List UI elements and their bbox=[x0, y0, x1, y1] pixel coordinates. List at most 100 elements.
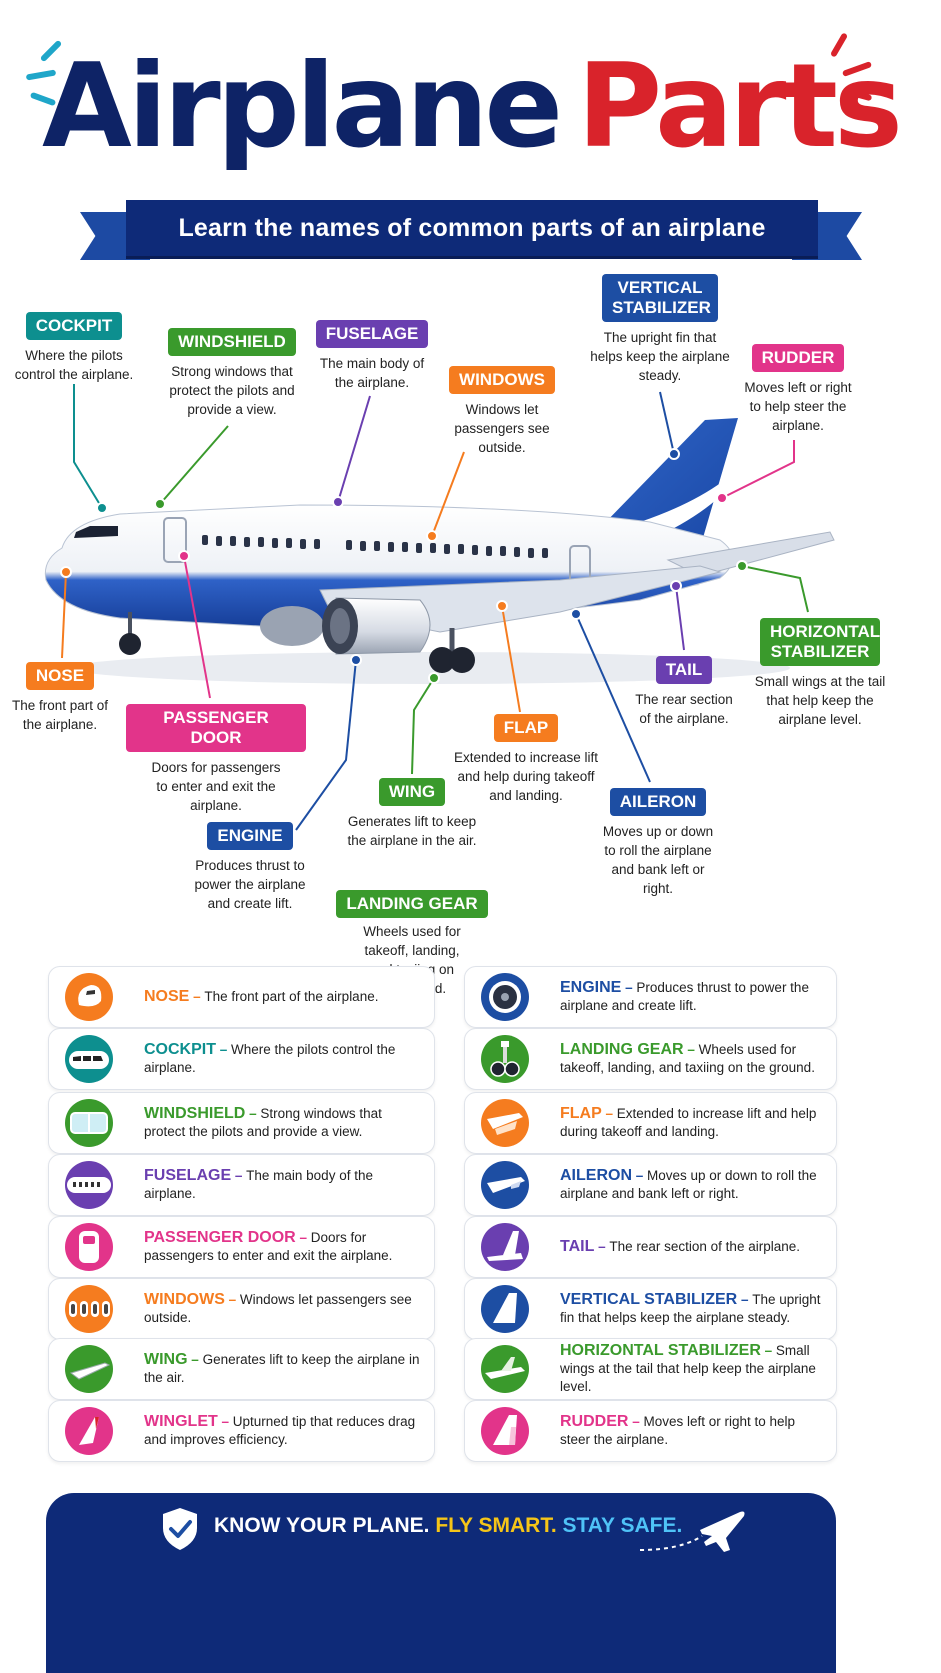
subtitle-ribbon: Learn the names of common parts of an ai… bbox=[126, 200, 818, 259]
legend-card-engine: ENGINE – Produces thrust to power the ai… bbox=[464, 966, 837, 1028]
slogan-part-2: FLY SMART. bbox=[435, 1514, 557, 1537]
airplane-illustration bbox=[44, 418, 835, 684]
legend-text: COCKPIT – Where the pilots control the a… bbox=[144, 1041, 396, 1075]
callout-passenger-door: PASSENGER DOOR Doors for passengers to e… bbox=[126, 704, 306, 815]
windows-icon bbox=[65, 1285, 113, 1333]
legend-name: WINGLET bbox=[144, 1413, 218, 1430]
legend-name: LANDING GEAR bbox=[560, 1041, 684, 1058]
callout-tail: TAIL The rear section of the airplane. bbox=[594, 656, 774, 728]
fuselage-icon bbox=[65, 1161, 113, 1209]
legend-text: AILERON – Moves up or down to roll the a… bbox=[560, 1167, 817, 1201]
legend-text: WING – Generates lift to keep the airpla… bbox=[144, 1351, 420, 1385]
legend-desc: The upright fin that helps keep the airp… bbox=[560, 1292, 821, 1325]
legend-desc: Where the pilots control the airplane. bbox=[144, 1042, 396, 1075]
callout-horizontal-stabilizer-desc: Small wings at the tail that help keep t… bbox=[754, 674, 886, 727]
legend-card-nose: NOSE – The front part of the airplane. bbox=[48, 966, 435, 1028]
legend-card-wing: WING – Generates lift to keep the airpla… bbox=[48, 1338, 435, 1400]
legend-name: ENGINE bbox=[560, 979, 622, 996]
rudder-icon bbox=[481, 1407, 529, 1455]
legend-card-tail: TAIL – The rear section of the airplane. bbox=[464, 1216, 837, 1278]
legend-desc: The rear section of the airplane. bbox=[609, 1239, 800, 1254]
callout-tail-desc: The rear section of the airplane. bbox=[635, 692, 733, 726]
flap-icon bbox=[481, 1099, 529, 1147]
callout-wing-label: WING bbox=[378, 778, 446, 806]
legend-text: TAIL – The rear section of the airplane. bbox=[560, 1238, 800, 1255]
callout-windows: WINDOWS Windows let passengers see outsi… bbox=[412, 366, 592, 457]
callout-flap: FLAP Extended to increase lift and help … bbox=[436, 714, 616, 805]
engine-fan bbox=[330, 608, 350, 644]
legend-desc: Doors for passengers to enter and exit t… bbox=[144, 1230, 393, 1263]
subtitle-text: Learn the names of common parts of an ai… bbox=[178, 213, 766, 242]
callout-engine-label: ENGINE bbox=[207, 822, 293, 850]
callout-windows-label: WINDOWS bbox=[449, 366, 555, 394]
callout-vertical-stabilizer-desc: The upright fin that helps keep the airp… bbox=[590, 330, 730, 383]
plane-trail-icon bbox=[640, 1511, 745, 1552]
callout-windshield: WINDSHIELD Strong windows that protect t… bbox=[142, 328, 322, 419]
far-engine bbox=[260, 606, 324, 646]
callout-wing-desc: Generates lift to keep the airplane in t… bbox=[347, 814, 477, 848]
legend-name: NOSE bbox=[144, 988, 190, 1005]
cockpit-icon bbox=[65, 1035, 113, 1083]
shield-check-icon bbox=[163, 1508, 197, 1550]
legend-desc: Extended to increase lift and help durin… bbox=[560, 1106, 817, 1139]
legend-desc: Generates lift to keep the airplane in t… bbox=[144, 1352, 420, 1385]
callout-windows-desc: Windows let passengers see outside. bbox=[454, 402, 550, 455]
callout-cockpit-desc: Where the pilots control the airplane. bbox=[14, 348, 134, 382]
legend-text: FLAP – Extended to increase lift and hel… bbox=[560, 1105, 817, 1139]
legend-text: VERTICAL STABILIZER – The upright fin th… bbox=[560, 1291, 821, 1325]
callout-tail-label: TAIL bbox=[655, 656, 713, 684]
legend-text: PASSENGER DOOR – Doors for passengers to… bbox=[144, 1229, 393, 1263]
legend-name: HORIZONTAL STABILIZER bbox=[560, 1342, 761, 1359]
engine-icon bbox=[481, 973, 529, 1021]
callout-fuselage: FUSELAGE The main body of the airplane. bbox=[282, 320, 462, 392]
slogan-part-3: STAY SAFE. bbox=[562, 1514, 683, 1537]
legend-card-windshield: WINDSHIELD – Strong windows that protect… bbox=[48, 1092, 435, 1154]
cockpit-windows bbox=[74, 526, 118, 538]
legend-name: PASSENGER DOOR bbox=[144, 1229, 296, 1246]
door-icon bbox=[65, 1223, 113, 1271]
legend-text: HORIZONTAL STABILIZER – Small wings at t… bbox=[560, 1342, 816, 1394]
legend-name: WINDSHIELD bbox=[144, 1105, 246, 1122]
legend-text: WINDSHIELD – Strong windows that protect… bbox=[144, 1105, 382, 1139]
legend-card-passenger-door: PASSENGER DOOR – Doors for passengers to… bbox=[48, 1216, 435, 1278]
legend-card-landing-gear: LANDING GEAR – Wheels used for takeoff, … bbox=[464, 1028, 837, 1090]
legend-card-winglet: WINGLET – Upturned tip that reduces drag… bbox=[48, 1400, 435, 1462]
callout-windshield-label: WINDSHIELD bbox=[168, 328, 296, 356]
windshield-icon bbox=[65, 1099, 113, 1147]
legend-desc: Produces thrust to power the airplane an… bbox=[560, 980, 809, 1013]
legend-desc: Moves up or down to roll the airplane an… bbox=[560, 1168, 817, 1201]
main-wheel-1 bbox=[429, 647, 455, 673]
legend-desc: The main body of the airplane. bbox=[144, 1168, 373, 1201]
callout-landing-gear-label: LANDING GEAR bbox=[336, 890, 488, 918]
legend-card-vertical-stabilizer: VERTICAL STABILIZER – The upright fin th… bbox=[464, 1278, 837, 1340]
legend-card-fuselage: FUSELAGE – The main body of the airplane… bbox=[48, 1154, 435, 1216]
legend-desc: Small wings at the tail that help keep t… bbox=[560, 1343, 816, 1394]
legend-card-aileron: AILERON – Moves up or down to roll the a… bbox=[464, 1154, 837, 1216]
callout-horizontal-stabilizer: HORIZONTAL STABILIZER Small wings at the… bbox=[740, 618, 900, 729]
callout-flap-desc: Extended to increase lift and help durin… bbox=[453, 750, 599, 803]
legend-text: ENGINE – Produces thrust to power the ai… bbox=[560, 979, 809, 1013]
callout-engine: ENGINE Produces thrust to power the airp… bbox=[160, 822, 340, 913]
passenger-windows bbox=[202, 535, 548, 558]
callout-cockpit: COCKPIT Where the pilots control the air… bbox=[0, 312, 164, 384]
legend-name: VERTICAL STABILIZER bbox=[560, 1291, 738, 1308]
legend-desc: Upturned tip that reduces drag and impro… bbox=[144, 1414, 416, 1447]
legend-name: WINDOWS bbox=[144, 1291, 225, 1308]
callout-passenger-door-desc: Doors for passengers to enter and exit t… bbox=[151, 760, 281, 813]
callout-nose: NOSE The front part of the airplane. bbox=[0, 662, 150, 734]
legend-name: FUSELAGE bbox=[144, 1167, 232, 1184]
title-word-parts: Parts bbox=[577, 39, 903, 174]
legend-card-horizontal-stabilizer: HORIZONTAL STABILIZER – Small wings at t… bbox=[464, 1338, 837, 1400]
callout-horizontal-stabilizer-label: HORIZONTAL STABILIZER bbox=[760, 618, 880, 666]
callout-nose-desc: The front part of the airplane. bbox=[11, 698, 109, 732]
title-word-airplane: Airplane bbox=[42, 39, 563, 174]
callout-vertical-stabilizer: VERTICAL STABILIZER The upright fin that… bbox=[570, 274, 750, 385]
nose-wheel bbox=[119, 633, 141, 655]
vertical-stabilizer-icon bbox=[481, 1285, 529, 1333]
wing-icon bbox=[65, 1345, 113, 1393]
aileron-icon bbox=[481, 1161, 529, 1209]
callout-rudder-desc: Moves left or right to help steer the ai… bbox=[744, 380, 852, 433]
callout-windshield-desc: Strong windows that protect the pilots a… bbox=[169, 364, 295, 417]
legend-desc: The front part of the airplane. bbox=[204, 989, 379, 1004]
